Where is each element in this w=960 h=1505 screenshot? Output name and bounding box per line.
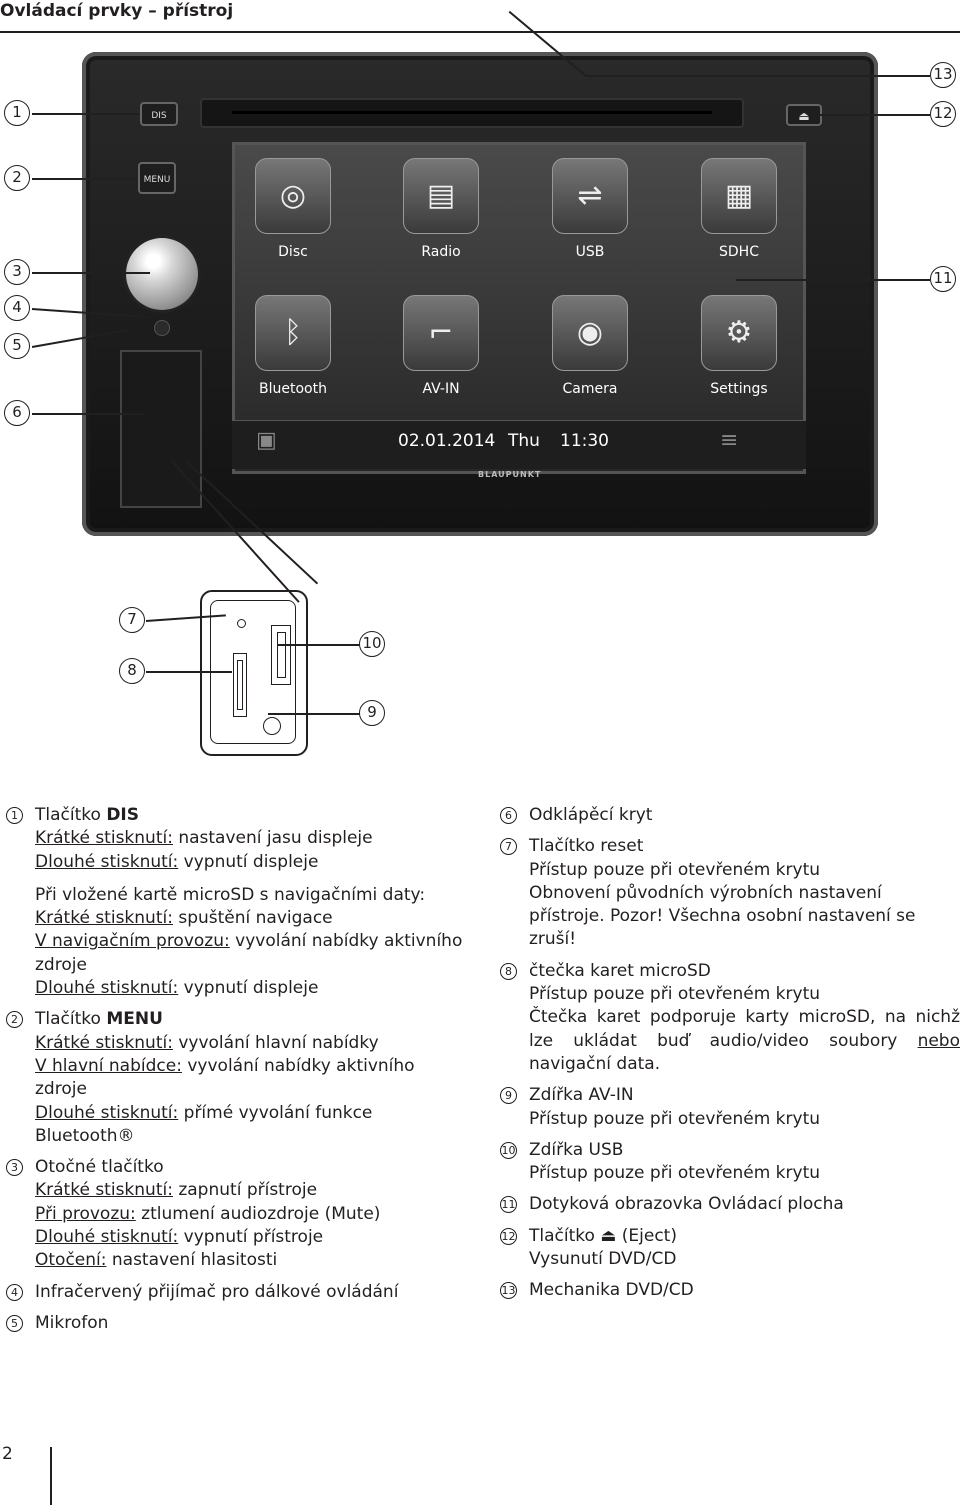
brand-logo: BLAUPUNKT [478,470,542,479]
callout-1: 1 [4,100,30,126]
legend-item-12: 12 Tlačítko ⏏ (Eject) Vysunutí DVD/CD [500,1225,677,1270]
item-number: 4 [6,1283,23,1301]
item-number: 8 [500,962,517,980]
legend-item-10: 10 Zdířka USB Přístup pouze při otevřené… [500,1139,821,1184]
microsd-slot [233,653,247,717]
legend-item-3: 3 Otočné tlačítko Krátké stisknutí: zapn… [6,1156,466,1272]
legend-item-4: 4 Infračervený přijímač pro dálkové ovlá… [6,1281,466,1304]
av-in-jack [263,717,281,735]
rotary-knob [126,238,198,310]
callout-4: 4 [4,295,30,321]
status-time: 11:30 [560,431,609,451]
page-number: 2 [2,1444,13,1464]
legend-item-8: 8 čtečka karet microSD Přístup pouze při… [500,960,960,1076]
page-title: Ovládací prvky – přístroj [0,1,234,21]
item-number: 9 [500,1087,517,1105]
callout-12: 12 [930,101,956,127]
app-bluetooth: ᛒ Bluetooth [248,295,338,397]
app-usb: ⇌ USB [545,158,635,260]
callout-10: 10 [359,631,385,657]
ir-receiver [154,320,170,336]
callout-2: 2 [4,165,30,191]
callout-11: 11 [930,266,956,292]
eject-button: ⏏ [786,104,822,126]
footer-rule [50,1447,52,1505]
bluetooth-icon: ᛒ [255,295,331,371]
app-camera: ◉ Camera [545,295,635,397]
eject-icon: ⏏ [600,1225,617,1246]
app-label: Bluetooth [259,381,327,397]
callout-7: 7 [119,607,145,633]
callout-6: 6 [4,400,30,426]
flap-cover [120,350,202,508]
legend-item-11: 11 Dotyková obrazovka Ovládací plocha [500,1194,844,1215]
callout-13: 13 [930,62,956,88]
camera-icon: ◉ [552,295,628,371]
legend-item-2: 2 Tlačítko MENU Krátké stisknutí: vyvolá… [6,1008,466,1148]
legend-right: 6 Odklápěcí kryt 7 Tlačítko reset Přístu… [500,804,960,1303]
status-date: 02.01.2014 [398,431,496,451]
camera-mini-icon: ▣ [256,428,277,453]
item-number: 12 [500,1227,517,1245]
app-disc: ◎ Disc [248,158,338,260]
disc-slot [200,98,744,128]
status-bar: 02.01.2014 Thu 11:30 [232,420,806,469]
status-day: Thu [508,431,540,451]
item-number: 7 [500,838,517,856]
jack-plug-icon: ⌐ [403,295,479,371]
app-settings: ⚙ Settings [694,295,784,397]
callout-9: 9 [359,700,385,726]
callout-5: 5 [4,333,30,359]
item-number: 6 [500,807,517,824]
item-number: 10 [500,1141,517,1159]
app-label: Settings [710,381,768,397]
header-rule [0,31,960,33]
usb-icon: ⇌ [552,158,628,234]
legend-item-5: 5 Mikrofon [6,1312,466,1335]
disc-icon: ◎ [255,158,331,234]
legend-item-1: 1 Tlačítko DIS Krátké stisknutí: nastave… [6,804,466,1000]
usb-port [271,625,291,685]
sd-card-icon: ▦ [701,158,777,234]
app-label: USB [575,244,605,260]
app-label: Disc [278,244,308,260]
menu-button: MENU [138,162,176,194]
dis-button: DIS [140,102,178,126]
legend-item-6: 6 Odklápěcí kryt [500,804,960,827]
callout-3: 3 [4,259,30,285]
equalizer-icon: ≡ [720,428,739,453]
item-number: 3 [6,1159,23,1177]
app-av-in: ⌐ AV-IN [396,295,486,397]
app-label: SDHC [719,244,759,260]
item-number: 13 [500,1282,517,1300]
legend-item-7: 7 Tlačítko reset Přístup pouze při otevř… [500,835,960,951]
item-number: 1 [6,807,23,824]
app-radio: ▤ Radio [396,158,486,260]
reset-hole [237,619,246,628]
legend-item-13: 13 Mechanika DVD/CD [500,1280,694,1301]
radio-icon: ▤ [403,158,479,234]
app-label: AV-IN [422,381,460,397]
legend-left: 1 Tlačítko DIS Krátké stisknutí: nastave… [6,804,466,1335]
item-number: 2 [6,1011,23,1029]
item-number: 11 [500,1196,517,1214]
gear-icon: ⚙ [701,295,777,371]
item-number: 5 [6,1314,23,1332]
app-sdhc: ▦ SDHC [694,158,784,260]
app-label: Camera [562,381,618,397]
callout-8: 8 [119,658,145,684]
app-label: Radio [421,244,461,260]
legend-item-9: 9 Zdířka AV-IN Přístup pouze při otevřen… [500,1084,960,1131]
